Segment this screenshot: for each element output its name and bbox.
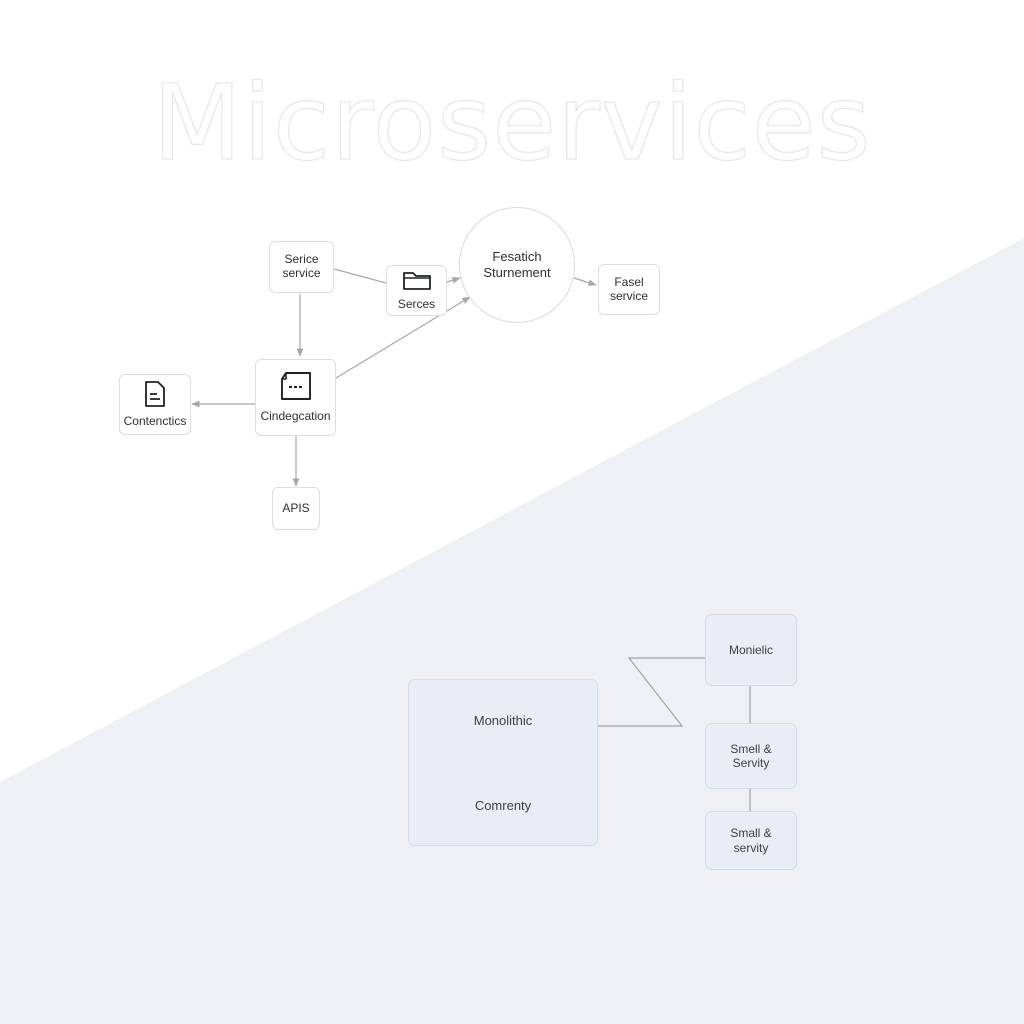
edge-serces-to-circle [446, 277, 461, 284]
node-fesatich-sturnement[interactable]: Fesatich Sturnement [459, 207, 575, 323]
node-apis[interactable]: APIS [272, 487, 320, 530]
edge-cindegcation-to-circle [335, 296, 471, 379]
document-icon [278, 371, 314, 407]
node-fesatich-sturnement-label: Fesatich Sturnement [483, 249, 551, 280]
monielic-box[interactable]: Monielic [705, 614, 797, 686]
node-fasel-service-label: Fasel service [609, 274, 648, 303]
node-serces-label: Serces [397, 297, 436, 311]
node-cindegcation[interactable]: Cindegcation [255, 359, 336, 436]
document-icon [143, 380, 167, 412]
node-serces[interactable]: Serces [386, 265, 447, 316]
folder-icon [402, 269, 432, 295]
small-servity-box-2[interactable]: Small & servity [705, 811, 797, 870]
node-contenctics-label: Contenctics [123, 414, 187, 428]
node-cindegcation-label: Cindegcation [260, 409, 331, 423]
node-serice-service-label: Serice service [282, 252, 321, 280]
node-apis-label: APIS [282, 500, 310, 515]
small-servity-1-label: Smell & Servity [730, 741, 772, 770]
monolithic-subtitle: Comrenty [474, 798, 532, 813]
node-fasel-service[interactable]: Fasel service [598, 264, 660, 315]
node-contenctics[interactable]: Contenctics [119, 374, 191, 435]
edge-circle-to-fasel [573, 277, 597, 286]
edge-service-to-serces [333, 268, 387, 284]
monielic-label: Monielic [728, 642, 773, 657]
small-servity-2-label: Small & servity [730, 826, 772, 855]
monolithic-title: Monolithic [473, 713, 533, 728]
edge-monolithic-to-monielic [598, 657, 705, 727]
small-servity-box-1[interactable]: Smell & Servity [705, 723, 797, 789]
page-title: Microservices [152, 61, 872, 184]
monolithic-panel[interactable]: Monolithic Comrenty [408, 679, 598, 846]
node-serice-service[interactable]: Serice service [269, 241, 334, 293]
